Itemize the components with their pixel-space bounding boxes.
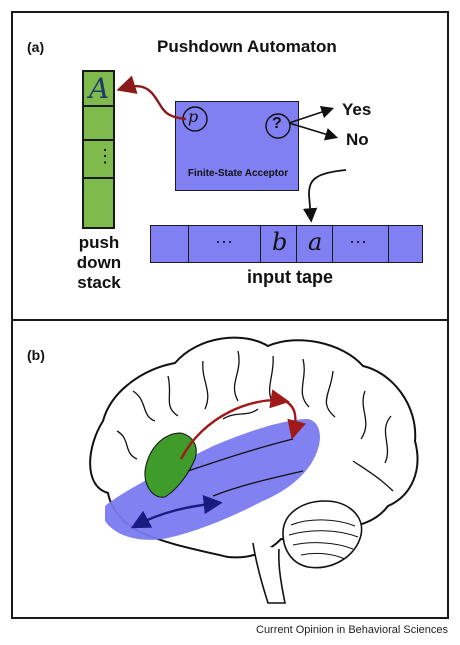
brain-sulci xyxy=(116,350,392,464)
panel-a-label: (a) xyxy=(27,39,45,55)
finite-state-acceptor: p ? Finite-State Acceptor xyxy=(175,101,299,191)
cerebellum xyxy=(282,500,363,569)
tape-dots-right: ··· xyxy=(349,231,367,251)
query-circle xyxy=(265,113,291,139)
stack-top-cell: A xyxy=(82,70,115,107)
tape-dots-left: ··· xyxy=(215,231,233,251)
stack-pop-arrow xyxy=(116,75,187,121)
tape-read-arrow xyxy=(302,169,347,223)
panel-a: (a) Pushdown Automaton A ⋮ push down sta… xyxy=(11,11,449,321)
output-no: No xyxy=(346,130,369,149)
stack-caption-line-3: stack xyxy=(77,273,121,292)
tape-symbol-a: a xyxy=(308,228,323,256)
no-arrow xyxy=(288,122,339,141)
brainstem xyxy=(252,542,286,604)
stack-caption-line-1: push xyxy=(78,233,120,252)
state-symbol: p xyxy=(188,107,199,126)
temporal-sulci xyxy=(187,438,394,497)
stack-caption: push down stack xyxy=(73,233,125,293)
cerebellum-folia xyxy=(288,519,359,560)
stack-bottom-cell xyxy=(82,177,115,229)
tape-caption: input tape xyxy=(247,267,333,287)
red-arrow-down xyxy=(284,399,306,440)
tape-cell-dots-left: ··· xyxy=(188,225,262,263)
footer-credit: Current Opinion in Behavioral Sciences xyxy=(256,624,448,636)
tape-cell-dots-right: ··· xyxy=(332,225,390,263)
blue-double-arrow xyxy=(130,495,223,529)
tape-cell-left xyxy=(150,225,190,263)
panel-a-title: Pushdown Automaton xyxy=(157,37,337,56)
yes-arrow xyxy=(288,105,335,124)
tape-cell-b: b xyxy=(260,225,298,263)
output-yes: Yes xyxy=(342,100,372,119)
stack-dots: ⋮ xyxy=(96,146,114,166)
stack-top-symbol: A xyxy=(89,72,110,105)
panel-a-arrows xyxy=(116,75,347,223)
tape-cell-right xyxy=(388,225,423,263)
tape-symbol-b: b xyxy=(272,228,288,256)
brain-illustration xyxy=(89,336,419,604)
query-symbol: ? xyxy=(272,115,282,132)
red-arrow-forward xyxy=(179,389,290,460)
stack-caption-line-2: down xyxy=(76,253,122,272)
panel-b: (b) xyxy=(11,319,449,619)
fsa-caption: Finite-State Acceptor xyxy=(187,168,289,179)
panel-b-label: (b) xyxy=(27,347,45,363)
